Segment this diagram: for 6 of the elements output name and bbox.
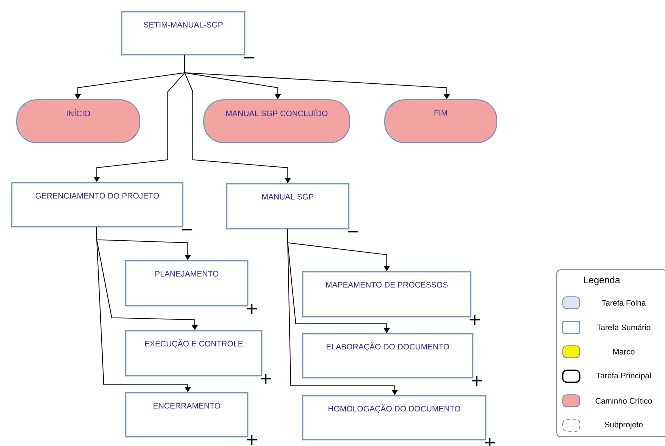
arrow: [96, 227, 192, 392]
arrow: [184, 55, 292, 184]
arrow: [288, 229, 398, 396]
arrow: [96, 226, 192, 260]
arrow: [288, 228, 390, 272]
legend-title: Legenda: [584, 276, 620, 286]
